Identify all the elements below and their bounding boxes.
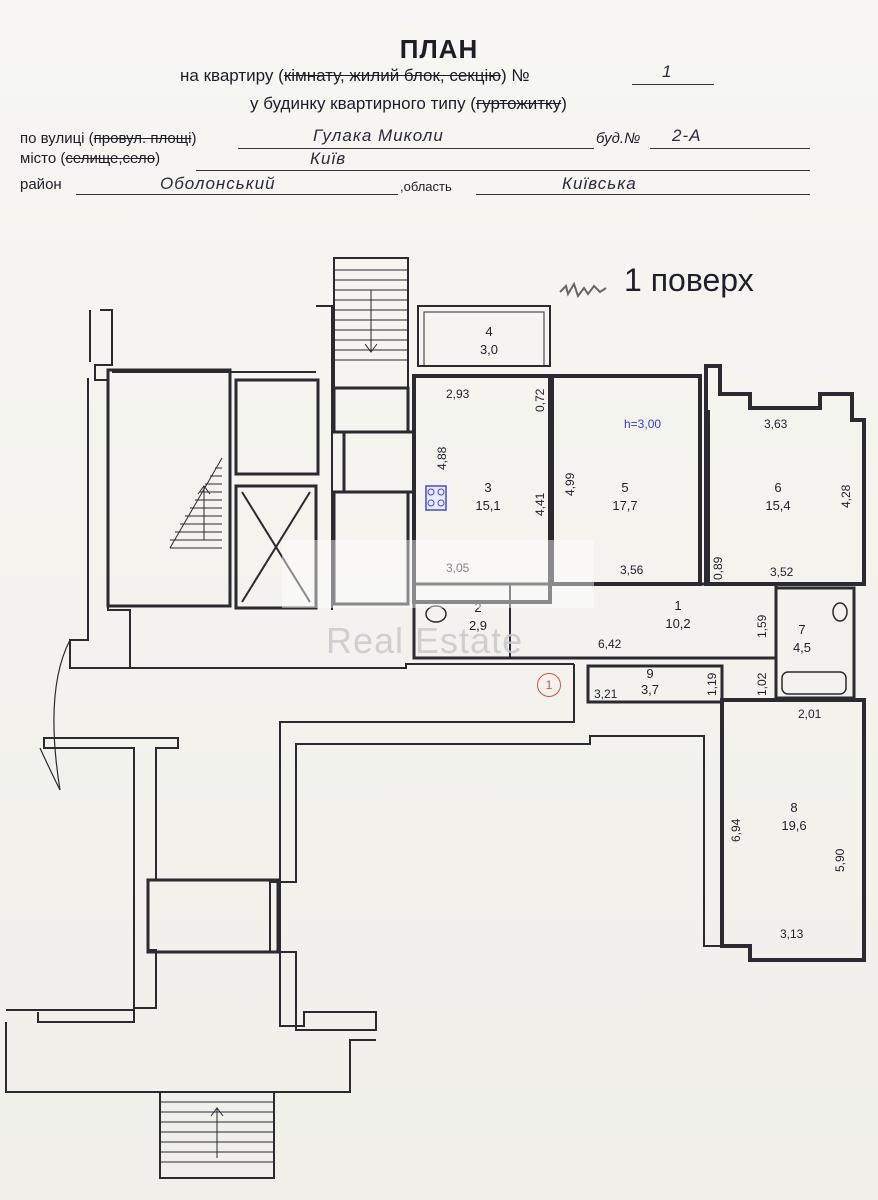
dim-label: 3,52 [770,565,794,579]
room-7-no: 7 [798,622,805,637]
room-7-area: 4,5 [793,640,811,655]
document-title: ПЛАН [399,34,479,64]
region-value: Київська [562,174,637,193]
room-6-no: 6 [774,480,781,495]
dim-label: 5,90 [833,848,847,872]
building-type-line: у будинку квартирного типу (гуртожитку) [250,94,567,113]
underline [476,194,810,195]
underline [76,194,398,195]
dim-label: 3,56 [620,563,644,577]
room-5-no: 5 [621,480,628,495]
room-9-area: 3,7 [641,682,659,697]
room-4-area: 3,0 [480,342,498,357]
ceiling-height: h=3,00 [624,417,661,431]
room-9-no: 9 [646,666,653,681]
city-value: Київ [310,149,347,168]
dim-label: 4,41 [533,492,547,516]
underline [650,148,810,149]
apartment-line: на квартиру (кімнату, жилий блок, секцію… [180,66,530,85]
street-label: по вулиці (провул. площі) [20,130,197,147]
room-2-no: 2 [474,600,481,615]
region-label: ,область [400,179,452,194]
street-value: Гулака Миколи [313,126,444,145]
room-2-area: 2,9 [469,618,487,633]
watermark-box [282,540,594,608]
dim-label: 0,89 [711,556,725,580]
dim-label: 3,05 [446,561,470,575]
dim-label: 2,93 [446,387,470,401]
dim-label: 1,02 [755,672,769,696]
room-6-area: 15,4 [765,498,790,513]
dim-label: 4,88 [435,446,449,470]
dim-label: 3,13 [780,927,804,941]
dim-label: 4,99 [563,472,577,496]
room-3-area: 15,1 [475,498,500,513]
underline [632,84,714,85]
dim-label: 2,01 [798,707,822,721]
room-8-area: 19,6 [781,818,806,833]
dim-label: 1,59 [755,614,769,638]
underline [238,148,594,149]
district-label: район [20,176,62,193]
district-value: Оболонський [160,174,276,193]
dim-label: 3,63 [764,417,788,431]
floor-label: 1 поверх [624,262,754,298]
building-value: 2-А [672,126,702,145]
apartment-number: 1 [662,62,673,81]
dim-label: 6,94 [729,818,743,842]
city-label: місто (селище,село) [20,150,161,167]
room-5-area: 17,7 [612,498,637,513]
building-label: буд.№ [596,130,641,147]
room-4-no: 4 [485,324,492,339]
underline [196,170,810,171]
room-1-area: 10,2 [665,616,690,631]
room-8-no: 8 [790,800,797,815]
entrance-marker: 1 [537,673,561,697]
dim-label: 0,72 [533,388,547,412]
dim-label: 1,19 [705,672,719,696]
dim-label: 6,42 [598,637,622,651]
dim-label: 4,28 [839,484,853,508]
room-1-no: 1 [674,598,681,613]
watermark: Real Estate [326,620,524,661]
room-3-no: 3 [484,480,491,495]
scribble-mark [559,281,607,299]
dim-label: 3,21 [594,687,618,701]
